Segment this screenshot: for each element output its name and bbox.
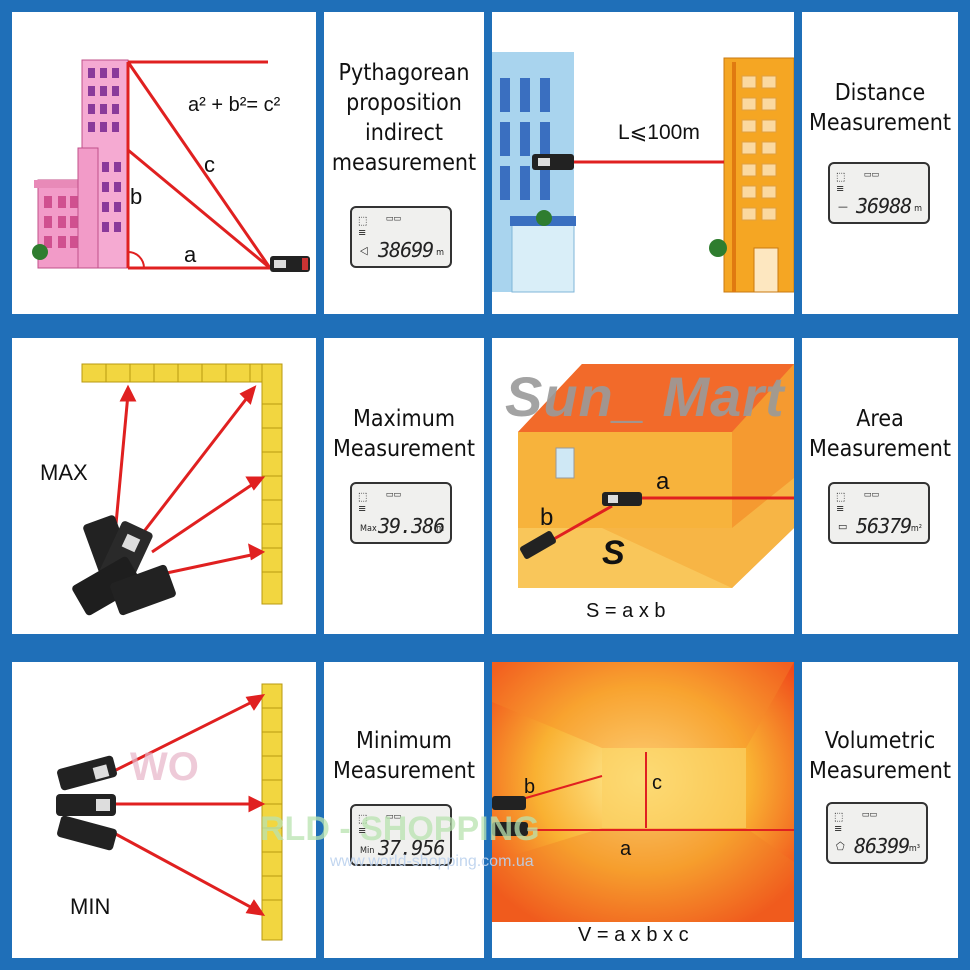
- minimum-title-2: Measurement: [332, 758, 476, 784]
- lcd-display: ⬚ ≡ ▭▭ ▭ 56379 m²: [828, 482, 930, 544]
- lcd-prefix: Max: [360, 524, 377, 534]
- min-tag: MIN: [70, 894, 111, 919]
- area-drawing: [518, 364, 794, 588]
- pythagorean-illustration: a² + b²= c² c b a: [12, 12, 316, 314]
- lcd-mode-icon: ≡: [358, 502, 367, 515]
- label-c: c: [652, 772, 662, 794]
- lcd-mode-icon: ≡: [836, 182, 845, 195]
- volume-formula-box: V = a x b x c: [492, 922, 794, 958]
- max-tag: MAX: [40, 460, 88, 485]
- label-b: b: [540, 504, 554, 531]
- lcd-value: 38699: [378, 238, 434, 262]
- area-formula: S = a x b: [586, 600, 666, 622]
- minimum-illustration: MIN: [12, 662, 316, 958]
- lcd-prefix: ▭: [838, 520, 848, 533]
- lcd-mode-icon: ≡: [358, 226, 367, 239]
- lcd-unit: m: [436, 248, 444, 258]
- formula-text: a² + b²= c²: [188, 94, 281, 116]
- lcd-unit: m: [914, 204, 922, 214]
- range-text: L⩽100m: [618, 121, 700, 144]
- maximum-illustration: MAX: [12, 338, 316, 634]
- lcd-display: ⬚ ≡ ▭▭ ◁ 38699 m: [350, 206, 452, 268]
- maximum-info: Maximum Measurement ⬚ ≡ ▭▭ Max 39.386 m: [324, 338, 484, 634]
- area-title-2: Measurement: [808, 436, 952, 462]
- distance-title-2: Measurement: [808, 110, 952, 136]
- lcd-value: 56379: [856, 514, 912, 538]
- label-a: a: [620, 838, 632, 860]
- label-b: b: [130, 184, 143, 209]
- pythagorean-title-1: Pythagorean: [338, 60, 470, 86]
- lcd-battery-icon: ▭▭: [864, 170, 880, 180]
- lcd-value: 37.956: [378, 836, 445, 860]
- area-title-1: Area: [856, 406, 904, 432]
- distance-drawing: [492, 52, 794, 293]
- lcd-display: ⬚ ≡ ▭▭ Min 37.956: [350, 804, 452, 866]
- lcd-display: ⬚ ≡ ▭▭ ⬠ 86399 m³: [826, 802, 928, 864]
- lcd-mode-icon: ≡: [836, 502, 845, 515]
- volume-illustration: c b a: [492, 662, 794, 922]
- label-s: S: [602, 534, 625, 572]
- maximum-drawing: [72, 363, 283, 616]
- lcd-mode-icon: ≡: [358, 824, 367, 837]
- minimum-title-1: Minimum: [356, 728, 452, 754]
- maximum-title-2: Measurement: [332, 436, 476, 462]
- minimum-drawing: [56, 683, 283, 941]
- area-illustration: a b S S = a x b: [492, 338, 794, 634]
- volume-title-1: Volumetric: [824, 728, 936, 754]
- maximum-title-1: Maximum: [353, 406, 455, 432]
- distance-title-1: Distance: [834, 80, 926, 106]
- lcd-laser-icon: ⬚: [358, 214, 368, 227]
- lcd-laser-icon: ⬚: [358, 812, 368, 825]
- lcd-display: ⬚ ≡ ▭▭ — 36988 m: [828, 162, 930, 224]
- lcd-laser-icon: ⬚: [836, 490, 846, 503]
- pythagorean-drawing: [32, 59, 310, 272]
- lcd-battery-icon: ▭▭: [864, 490, 880, 500]
- label-c: c: [204, 152, 215, 177]
- lcd-prefix: ⬠: [836, 840, 845, 853]
- pythagorean-title-2: proposition: [346, 90, 462, 116]
- volume-drawing: [492, 662, 794, 922]
- distance-illustration: L⩽100m: [492, 12, 794, 314]
- lcd-value: 86399: [854, 834, 910, 858]
- lcd-prefix: ◁: [360, 244, 368, 257]
- volume-title-2: Measurement: [808, 758, 952, 784]
- lcd-laser-icon: ⬚: [358, 490, 368, 503]
- area-info: Area Measurement ⬚ ≡ ▭▭ ▭ 56379 m²: [802, 338, 958, 634]
- distance-info: Distance Measurement ⬚ ≡ ▭▭ — 36988 m: [802, 12, 958, 314]
- pythagorean-title-3: indirect: [365, 120, 443, 146]
- label-b: b: [524, 776, 536, 798]
- pythagorean-title-4: measurement: [331, 150, 477, 176]
- lcd-battery-icon: ▭▭: [386, 214, 402, 224]
- volume-info: Volumetric Measurement ⬚ ≡ ▭▭ ⬠ 86399 m³: [802, 662, 958, 958]
- lcd-laser-icon: ⬚: [836, 170, 846, 183]
- lcd-display: ⬚ ≡ ▭▭ Max 39.386 m: [350, 482, 452, 544]
- label-a: a: [656, 468, 670, 495]
- minimum-info: Minimum Measurement ⬚ ≡ ▭▭ Min 37.956: [324, 662, 484, 958]
- lcd-battery-icon: ▭▭: [386, 812, 402, 822]
- lcd-unit: m: [436, 524, 444, 534]
- lcd-prefix: —: [838, 200, 848, 213]
- lcd-mode-icon: ≡: [834, 822, 843, 835]
- lcd-battery-icon: ▭▭: [862, 810, 878, 820]
- lcd-value: 36988: [856, 194, 912, 218]
- pythagorean-info: Pythagorean proposition indirect measure…: [324, 12, 484, 314]
- lcd-unit: m³: [908, 844, 920, 854]
- volume-formula: V = a x b x c: [578, 924, 689, 946]
- brand-watermark: Sun_ Mart: [505, 365, 785, 428]
- lcd-unit: m²: [910, 524, 922, 534]
- lcd-value: 39.386: [378, 514, 445, 538]
- lcd-prefix: Min: [360, 846, 375, 856]
- label-a: a: [184, 242, 197, 267]
- lcd-battery-icon: ▭▭: [386, 490, 402, 500]
- lcd-laser-icon: ⬚: [834, 810, 844, 823]
